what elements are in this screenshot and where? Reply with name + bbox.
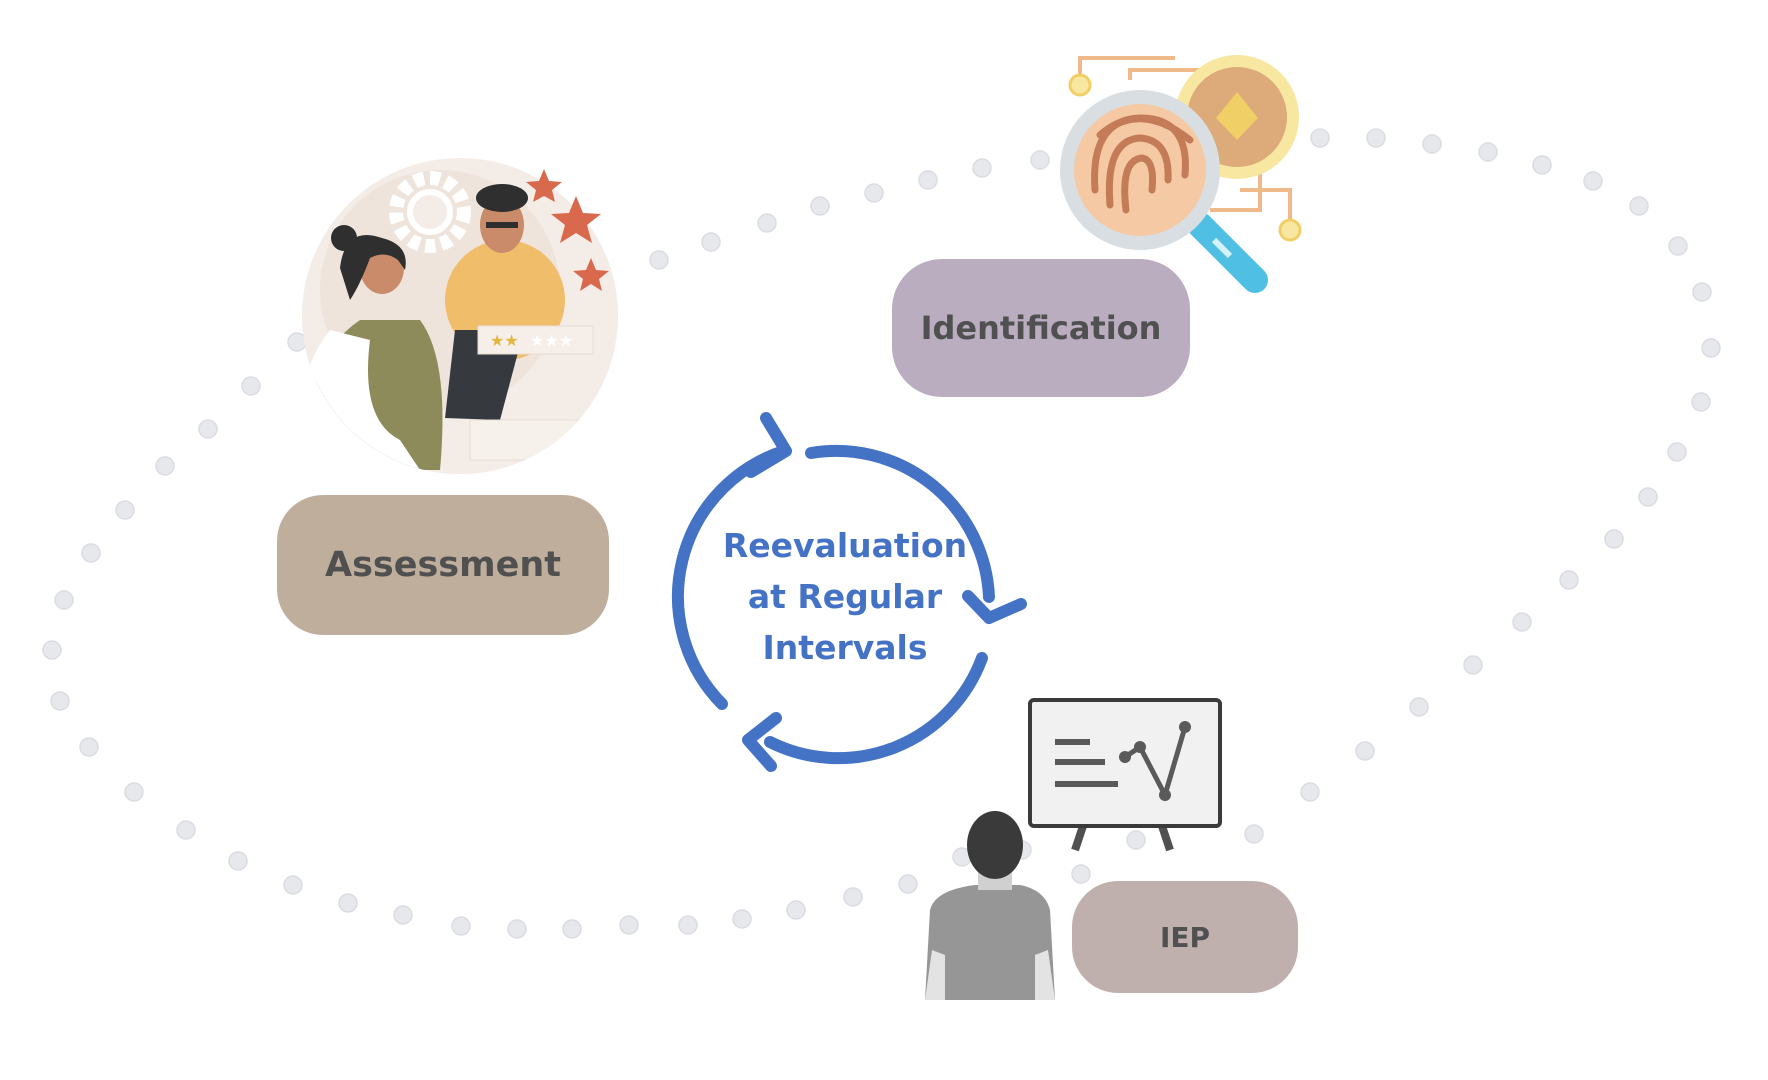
path-dot	[228, 851, 248, 871]
path-dot	[338, 893, 358, 913]
path-dot	[1668, 236, 1688, 256]
path-dot	[1512, 612, 1532, 632]
path-dot	[124, 782, 144, 802]
svg-text:★★★: ★★★	[530, 331, 573, 350]
path-dot	[1559, 570, 1579, 590]
path-dot	[42, 640, 62, 660]
path-dot	[562, 919, 582, 939]
path-dot	[1638, 487, 1658, 507]
path-dot	[81, 543, 101, 563]
path-dot	[1692, 282, 1712, 302]
path-dot	[155, 456, 175, 476]
path-dot	[1300, 782, 1320, 802]
path-dot	[1366, 128, 1386, 148]
path-dot	[115, 500, 135, 520]
path-dot	[1409, 697, 1429, 717]
center-line-2: at Regular	[747, 577, 943, 616]
path-dot	[54, 590, 74, 610]
path-dot	[1701, 338, 1721, 358]
iep-label: IEP	[1159, 920, 1211, 954]
path-dot	[843, 887, 863, 907]
center-line-1: Reevaluation	[722, 526, 968, 565]
path-dot	[393, 905, 413, 925]
iep-node: IEP	[1072, 881, 1298, 993]
path-dot	[864, 183, 884, 203]
path-dot	[1244, 824, 1264, 844]
path-dot	[1355, 741, 1375, 761]
path-dot	[1583, 171, 1603, 191]
path-dot	[50, 691, 70, 711]
path-dot	[757, 213, 777, 233]
path-dot	[898, 874, 918, 894]
center-line-3: Intervals	[762, 628, 928, 667]
path-dot	[1629, 196, 1649, 216]
path-dot	[1030, 150, 1050, 170]
path-dot	[786, 900, 806, 920]
path-dot	[1126, 830, 1146, 850]
path-dot	[241, 376, 261, 396]
path-dot	[1691, 392, 1711, 412]
identification-node: Identification	[892, 259, 1190, 397]
path-dot	[1463, 655, 1483, 675]
reevaluation-label: Reevaluation at Regular Intervals	[700, 520, 990, 673]
path-dot	[810, 196, 830, 216]
path-dot	[678, 915, 698, 935]
path-dot	[507, 919, 527, 939]
path-dot	[1532, 155, 1552, 175]
path-dot	[451, 916, 471, 936]
path-dot	[918, 170, 938, 190]
path-dot	[1667, 442, 1687, 462]
path-dot	[732, 909, 752, 929]
path-dot	[1478, 142, 1498, 162]
assessment-label: Assessment	[324, 545, 561, 585]
path-dot	[972, 158, 992, 178]
path-dot	[1310, 128, 1330, 148]
path-dot	[1422, 134, 1442, 154]
svg-text:★★: ★★	[490, 331, 519, 350]
path-dot	[649, 250, 669, 270]
path-dot	[176, 820, 196, 840]
path-dot	[198, 419, 218, 439]
identification-label: Identification	[920, 309, 1162, 347]
assessment-node: Assessment	[277, 495, 609, 635]
path-dot	[79, 737, 99, 757]
path-dot	[619, 915, 639, 935]
path-dot	[283, 875, 303, 895]
path-dot	[1071, 864, 1091, 884]
path-dot	[701, 232, 721, 252]
path-dot	[1604, 529, 1624, 549]
